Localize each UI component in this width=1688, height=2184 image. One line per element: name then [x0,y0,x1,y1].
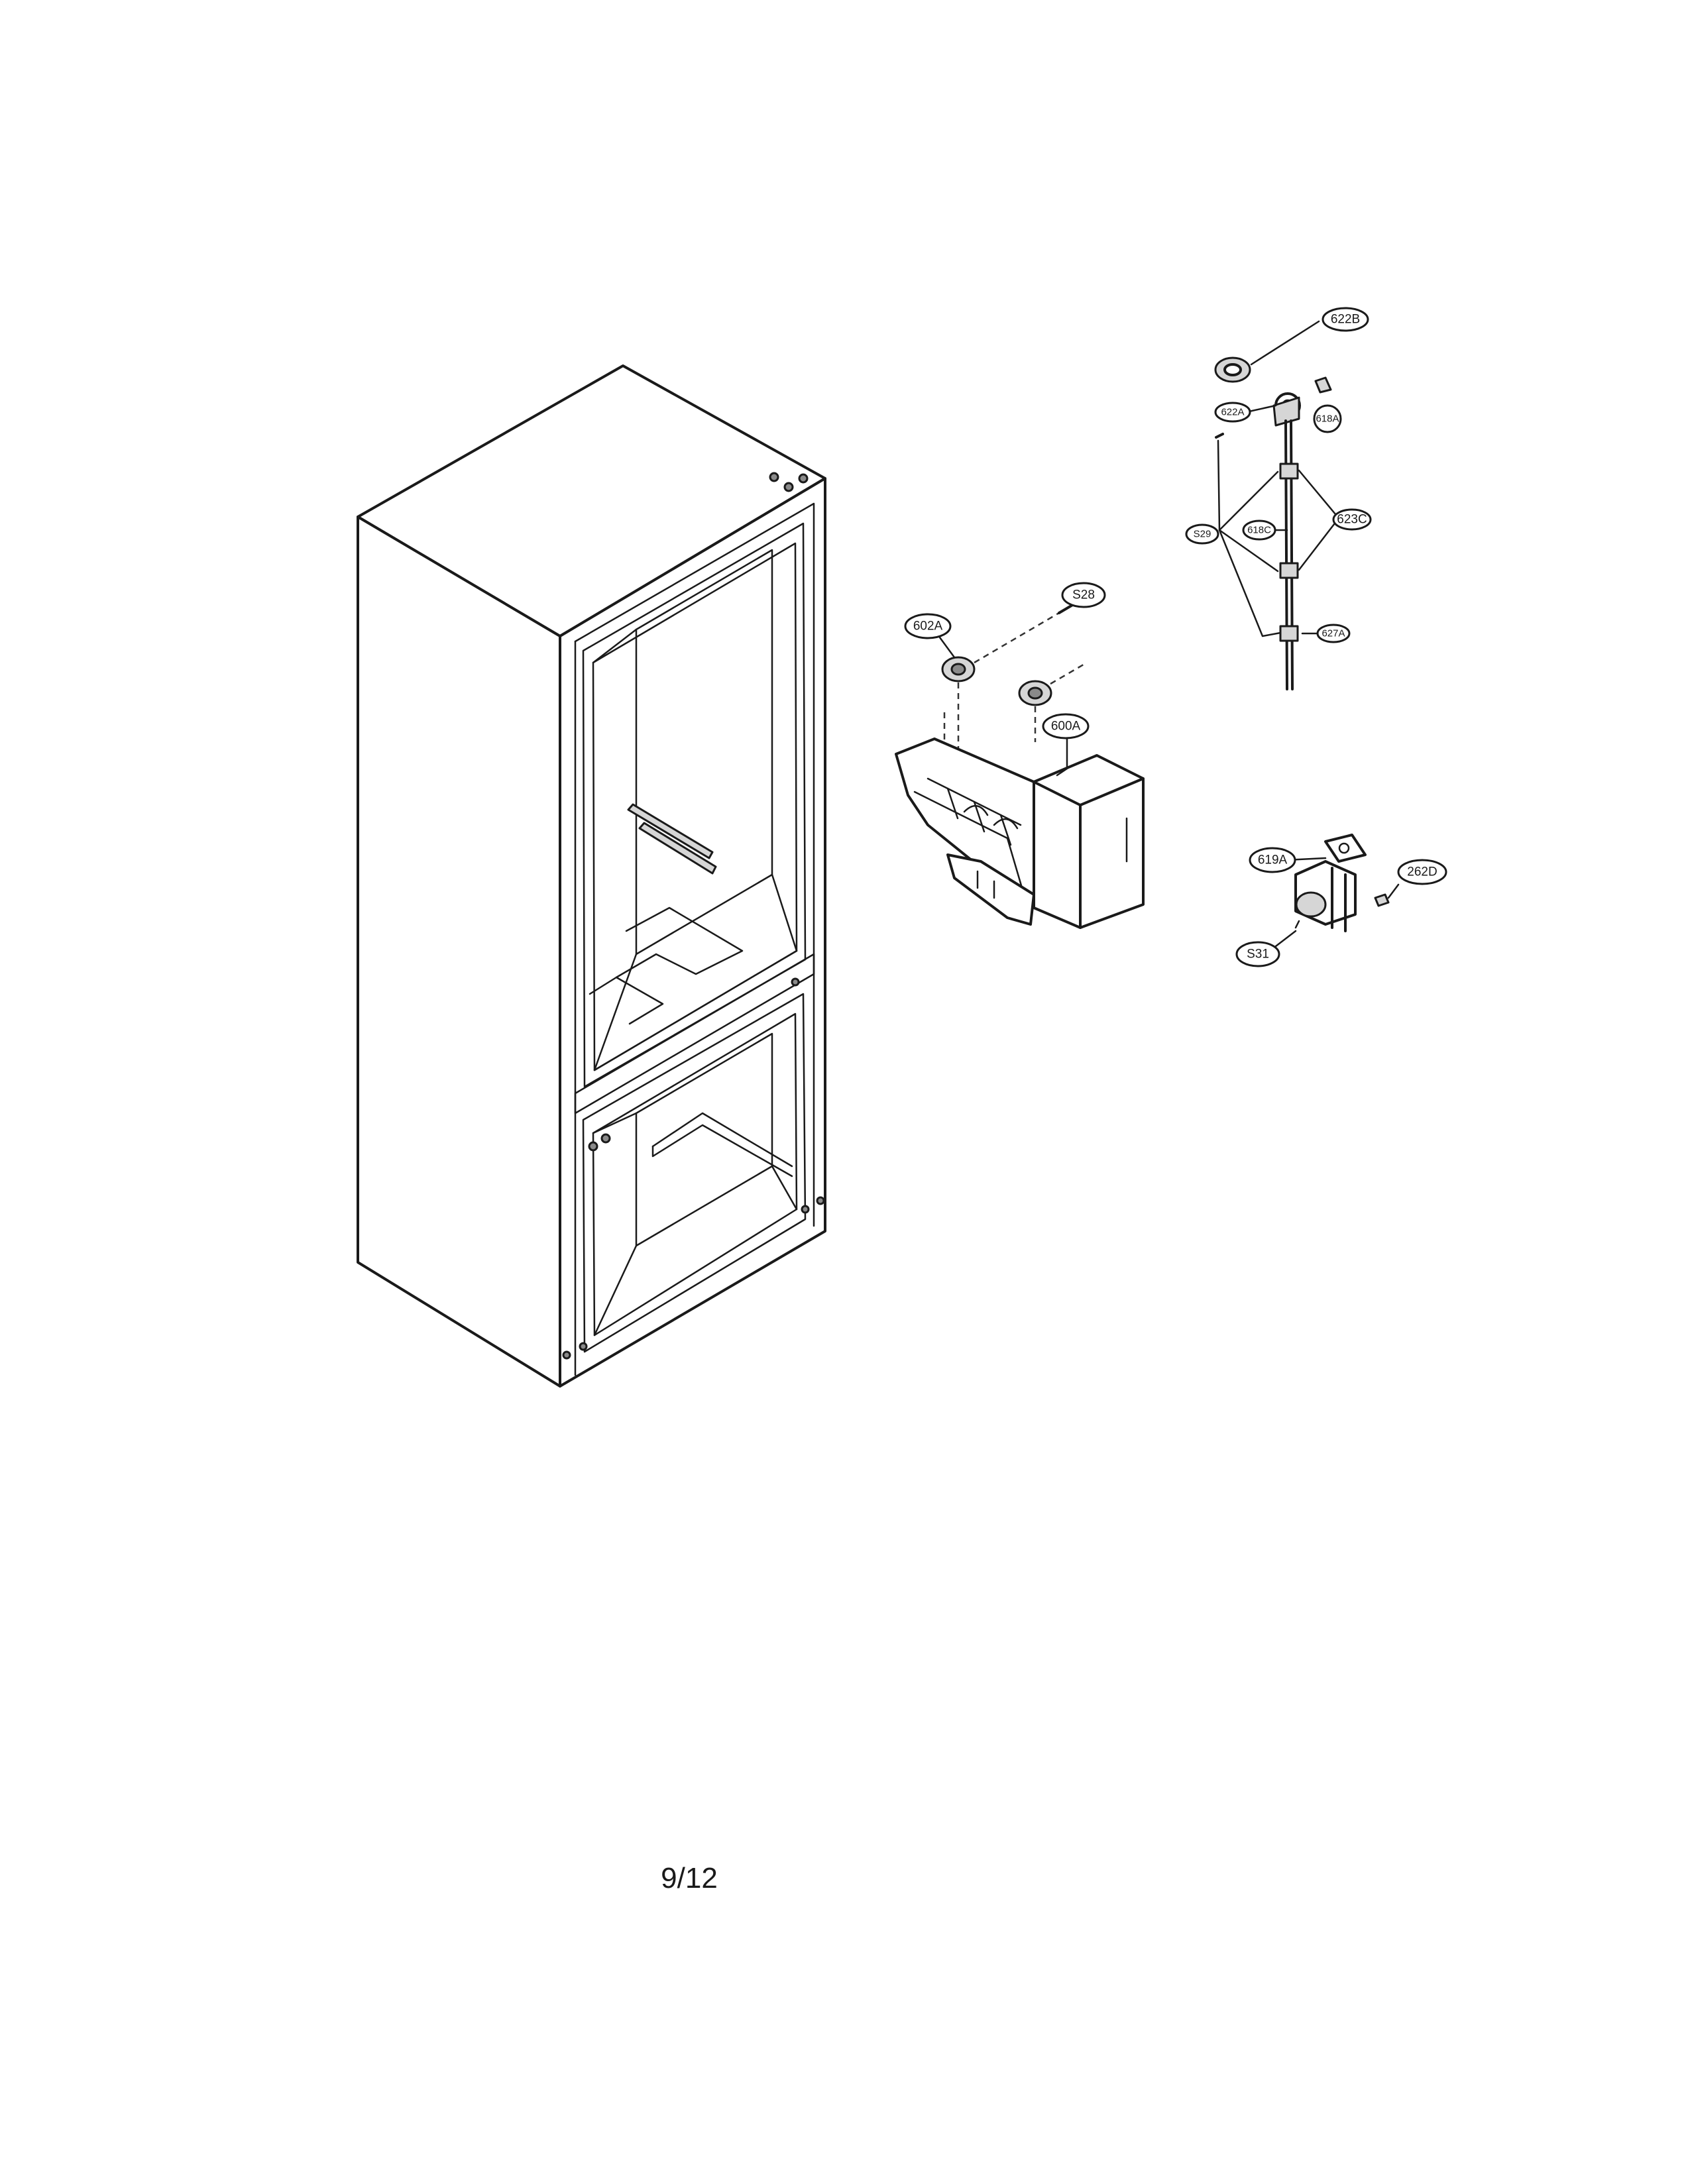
page-number: 9/12 [661,1862,718,1894]
refrigerator-cabinet [357,364,826,1388]
svg-text:623C: 623C [1337,513,1367,527]
callout-262D: 262D [1397,859,1447,885]
svg-text:622A: 622A [1221,407,1244,418]
callout-600A: 600A [1042,713,1090,739]
callout-622A: 622A [1214,402,1251,423]
callout-602A: 602A [904,613,952,639]
svg-text:S28: S28 [1072,588,1095,602]
svg-text:619A: 619A [1258,853,1288,867]
callout-627A: 627A [1316,624,1351,643]
callout-S31: S31 [1235,941,1280,967]
svg-text:S29: S29 [1194,529,1211,540]
callout-623C: 623C [1332,508,1372,531]
callout-618A: 618A [1313,404,1342,433]
water-valve-assembly [1274,834,1400,948]
fill-tube-assembly [1214,320,1340,690]
svg-text:627A: 627A [1322,628,1345,639]
leader-602A [938,636,956,659]
svg-text:618A: 618A [1316,413,1339,425]
svg-text:618C: 618C [1247,525,1271,536]
callout-618C: 618C [1242,519,1276,541]
callout-619A: 619A [1249,847,1296,873]
callout-622B: 622B [1322,307,1369,332]
svg-text:S31: S31 [1247,948,1269,961]
svg-text:262D: 262D [1407,865,1437,879]
callout-S29: S29 [1185,523,1219,545]
svg-text:622B: 622B [1331,313,1360,327]
svg-text:600A: 600A [1051,720,1081,734]
callout-S28: S28 [1061,582,1106,608]
ice-maker-assembly [895,603,1145,929]
svg-text:602A: 602A [913,620,943,633]
